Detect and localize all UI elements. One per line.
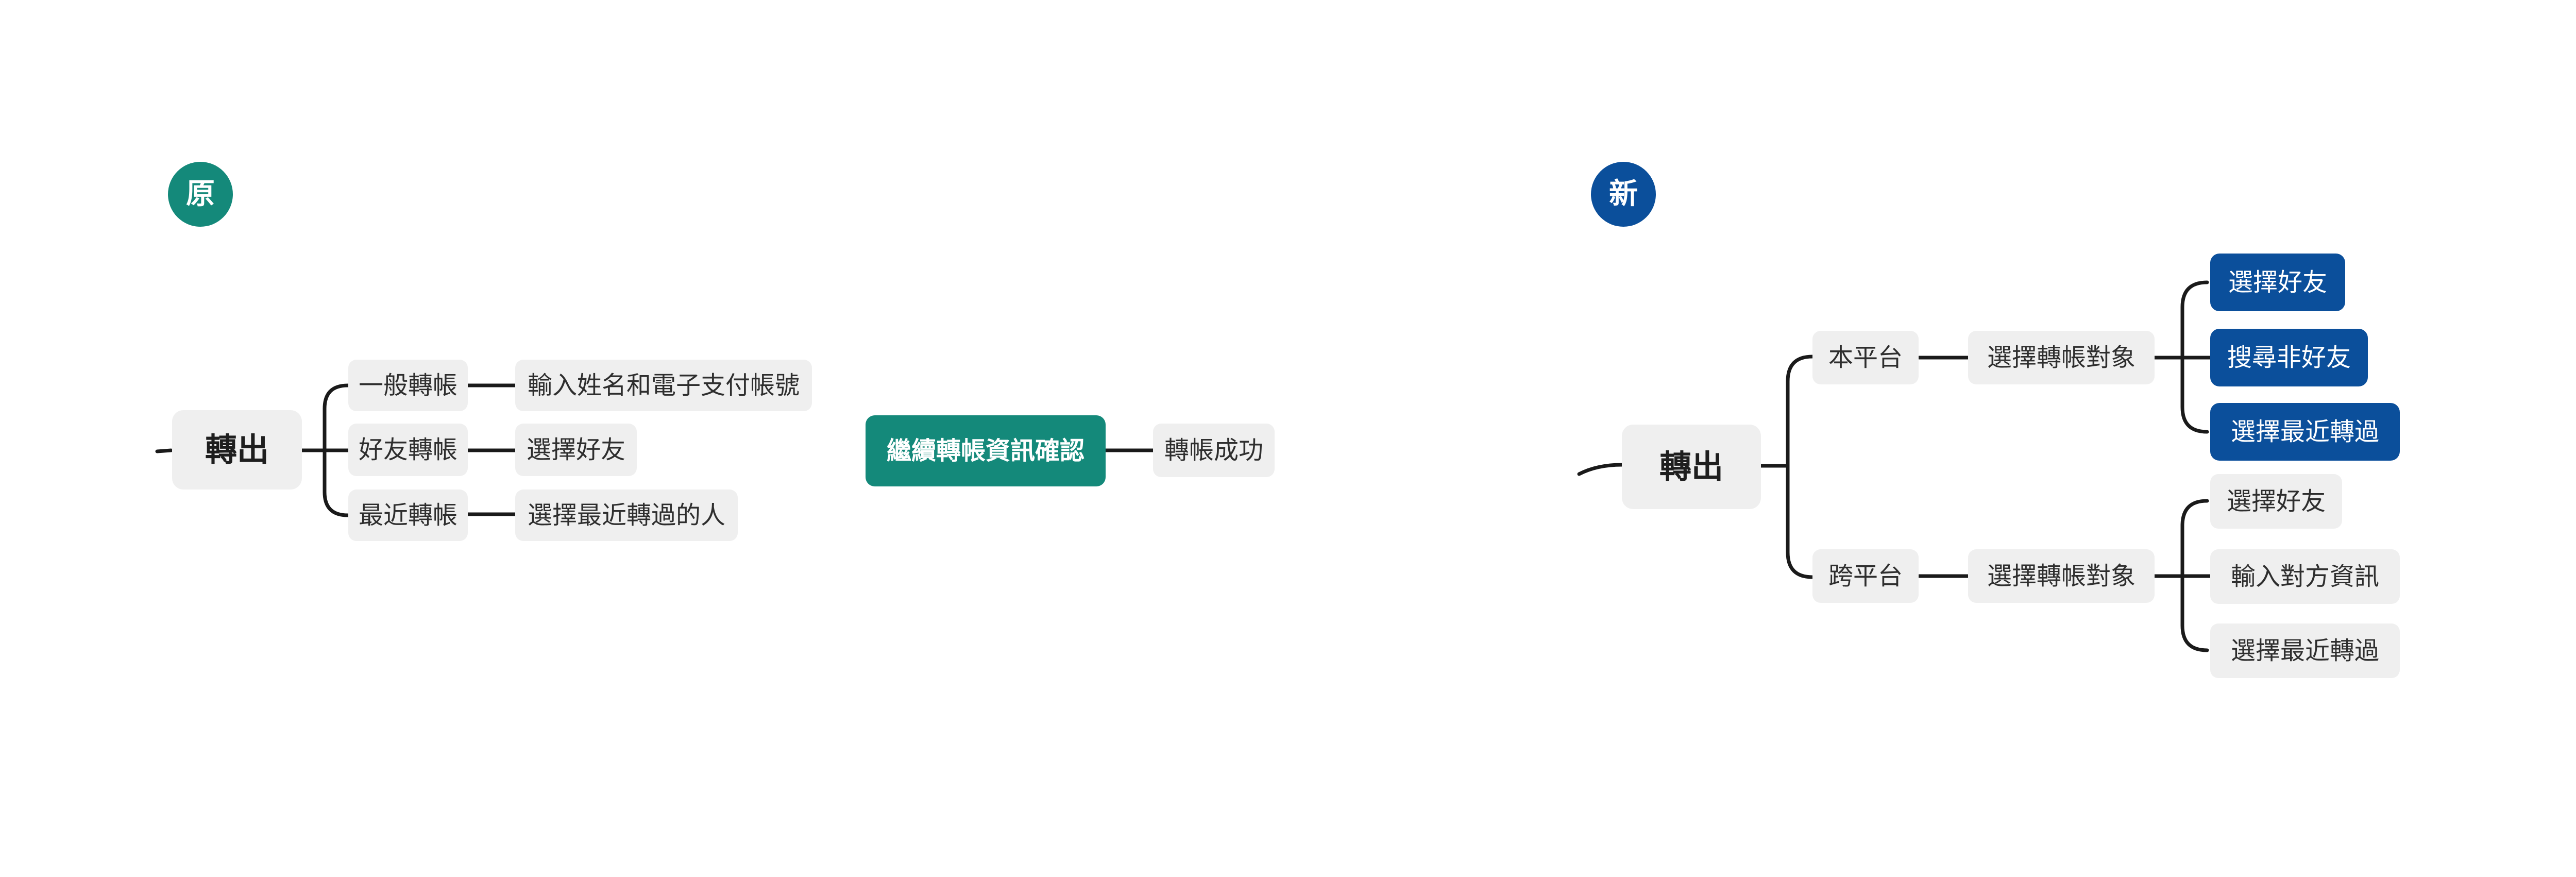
option-select-recent: 選擇最近轉過 — [2210, 623, 2400, 678]
branch-bracket — [1786, 355, 1815, 579]
incoming-connector — [155, 448, 173, 453]
option-enter-recipient-info: 輸入對方資訊 — [2210, 549, 2400, 604]
transfer-success-node: 轉帳成功 — [1153, 424, 1275, 477]
select-recipient-cross-platform: 選擇轉帳對象 — [1968, 549, 2155, 603]
option-select-friend: 選擇好友 — [2210, 254, 2345, 311]
branch-friend-transfer: 好友轉帳 — [348, 424, 468, 476]
child-enter-name-account: 輸入姓名和電子支付帳號 — [515, 360, 812, 411]
option-select-recent: 選擇最近轉過 — [2210, 403, 2400, 461]
child-select-recent-person: 選擇最近轉過的人 — [515, 490, 738, 541]
confirm-transfer-node: 繼續轉帳資訊確認 — [866, 415, 1106, 486]
select-recipient-same-platform: 選擇轉帳對象 — [1968, 331, 2155, 384]
branch-general-transfer: 一般轉帳 — [348, 360, 468, 411]
branch-cross-platform: 跨平台 — [1812, 549, 1919, 603]
original-badge: 原 — [168, 162, 233, 227]
option-select-friend: 選擇好友 — [2210, 474, 2342, 529]
new-badge: 新 — [1591, 162, 1656, 227]
child-select-friend: 選擇好友 — [515, 424, 637, 476]
root-node-transfer-out: 轉出 — [172, 410, 302, 490]
root-node-transfer-out: 轉出 — [1622, 425, 1761, 509]
branch-same-platform: 本平台 — [1812, 331, 1919, 384]
branch-recent-transfer: 最近轉帳 — [348, 490, 468, 541]
incoming-connector — [1577, 463, 1624, 476]
option-search-non-friend: 搜尋非好友 — [2210, 329, 2368, 386]
